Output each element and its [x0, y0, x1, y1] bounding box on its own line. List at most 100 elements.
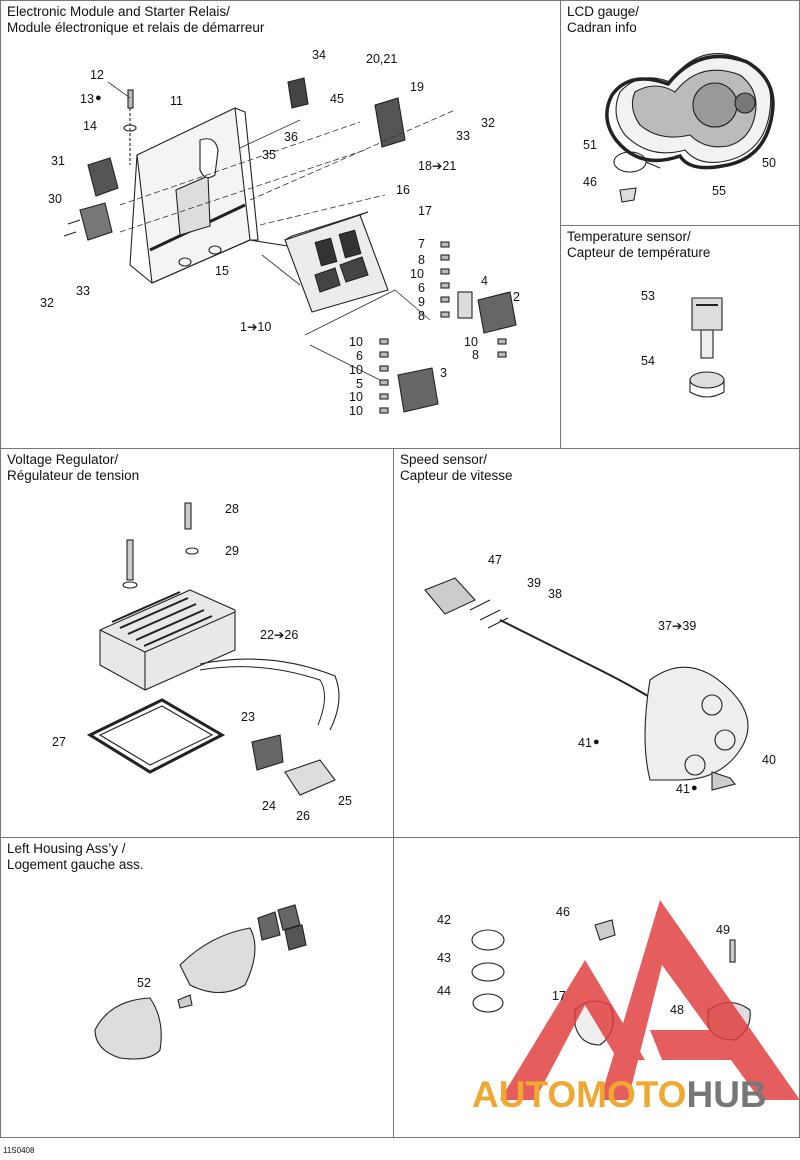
callout-5: 5 — [356, 377, 363, 391]
title-line-2: Régulateur de tension — [7, 468, 140, 483]
watermark-logo — [500, 900, 800, 1100]
callout-10d: 10 — [349, 363, 363, 377]
callout-27: 27 — [52, 735, 66, 749]
title-line-1: Speed sensor/ — [400, 452, 488, 467]
callout-39: 39 — [527, 576, 541, 590]
callout-4: 4 — [481, 274, 488, 288]
callout-15: 15 — [215, 264, 229, 278]
callout-6a: 6 — [418, 281, 425, 295]
callout-17: 17 — [418, 204, 432, 218]
oil-drop-icon: ● — [95, 92, 102, 104]
callout-22-26: 22➔26 — [260, 628, 299, 642]
title-line-2: Capteur de température — [567, 245, 711, 260]
panel-title-left-housing: Left Housing Ass’y / Logement gauche ass… — [7, 841, 144, 873]
terminal-clips-art — [379, 241, 507, 414]
callout-23: 23 — [241, 710, 255, 724]
callout-26: 26 — [296, 809, 310, 823]
callout-41b: 41 — [676, 782, 690, 796]
callout-10e: 10 — [349, 390, 363, 404]
relay-3-art — [397, 367, 439, 413]
connector-34-art — [287, 77, 309, 109]
callout-11: 11 — [170, 94, 183, 108]
callout-7: 7 — [418, 237, 425, 251]
voltage-regulator-art — [86, 502, 340, 796]
callout-53: 53 — [641, 289, 655, 303]
callout-12: 12 — [90, 68, 104, 82]
callout-45: 45 — [330, 92, 344, 106]
leader-lines-electronic — [107, 81, 456, 381]
title-line-2: Cadran info — [567, 20, 637, 35]
callout-51: 51 — [583, 138, 597, 152]
callout-8a: 8 — [418, 253, 425, 267]
callout-54: 54 — [641, 354, 655, 368]
relay-30-art — [63, 202, 113, 241]
panel-left-housing: Left Housing Ass’y / Logement gauche ass… — [0, 837, 394, 1138]
speed-sensor-art — [424, 577, 749, 791]
left-housing-art — [94, 904, 307, 1060]
title-line-1: Temperature sensor/ — [567, 229, 691, 244]
callout-49: 49 — [716, 923, 730, 937]
callout-37-39: 37➔39 — [658, 619, 697, 633]
callout-19: 19 — [410, 80, 424, 94]
relay-31-art — [87, 157, 119, 197]
lcd-gauge-art — [605, 53, 775, 203]
watermark-text: AUTOMOTOHUB — [472, 1074, 767, 1116]
callout-9: 9 — [418, 295, 425, 309]
callout-48: 48 — [670, 1003, 684, 1017]
callout-34: 34 — [312, 48, 326, 62]
callout-2: 2 — [513, 290, 520, 304]
callout-47: 47 — [488, 553, 502, 567]
callout-32b: 32 — [481, 116, 495, 130]
callout-25: 25 — [338, 794, 352, 808]
callout-28: 28 — [225, 502, 239, 516]
callout-40: 40 — [762, 753, 776, 767]
callout-24: 24 — [262, 799, 276, 813]
watermark-part-2: HUB — [686, 1074, 767, 1115]
screw-12-art — [123, 89, 137, 165]
callout-1-10: 1➔10 — [240, 320, 272, 334]
title-line-1: LCD gauge/ — [567, 4, 640, 19]
temp-sensor-art — [689, 297, 725, 398]
callout-16: 16 — [396, 183, 410, 197]
callout-46a: 46 — [583, 175, 597, 189]
callout-41a: 41 — [578, 736, 592, 750]
title-line-1: Left Housing Ass’y / — [7, 841, 126, 856]
callout-10f: 10 — [349, 404, 363, 418]
callout-33a: 33 — [76, 284, 90, 298]
callout-46b: 46 — [556, 905, 570, 919]
callout-31: 31 — [51, 154, 65, 168]
callout-30: 30 — [48, 192, 62, 206]
watermark-part-1: AUTOMOTO — [472, 1074, 687, 1115]
panel-title-lcd-gauge: LCD gauge/ Cadran info — [567, 4, 639, 36]
title-line-2: Logement gauche ass. — [7, 857, 144, 872]
electronic-module-art — [284, 211, 389, 313]
callout-18-21: 18➔21 — [418, 159, 457, 173]
callout-10c: 10 — [349, 335, 363, 349]
callout-10a: 10 — [410, 267, 424, 281]
callout-8c: 8 — [472, 348, 479, 362]
callout-13: 13 — [80, 92, 94, 106]
bracket-19-art — [374, 97, 406, 148]
callout-38: 38 — [548, 587, 562, 601]
callout-10b: 10 — [464, 335, 478, 349]
callout-52: 52 — [137, 976, 151, 990]
callout-8b: 8 — [418, 309, 425, 323]
callout-6b: 6 — [356, 349, 363, 363]
oil-drop-icon: ● — [593, 736, 600, 748]
panel-title-temperature-sensor: Temperature sensor/ Capteur de températu… — [567, 229, 710, 261]
callout-55: 55 — [712, 184, 726, 198]
callout-42: 42 — [437, 913, 451, 927]
title-line-1: Voltage Regulator/ — [7, 452, 119, 467]
callout-36: 36 — [284, 130, 298, 144]
callout-3: 3 — [440, 366, 447, 380]
panel-title-speed-sensor: Speed sensor/ Capteur de vitesse — [400, 452, 513, 484]
relay-2-art — [457, 291, 517, 334]
module-bracket-art — [129, 107, 301, 284]
callout-17b: 17 — [552, 989, 566, 1003]
callout-50: 50 — [762, 156, 776, 170]
callout-33b: 33 — [456, 129, 470, 143]
callout-14: 14 — [83, 119, 97, 133]
panel-title-voltage-regulator: Voltage Regulator/ Régulateur de tension — [7, 452, 139, 484]
panel-title-electronic-module: Electronic Module and Starter Relais/ Mo… — [7, 4, 264, 36]
